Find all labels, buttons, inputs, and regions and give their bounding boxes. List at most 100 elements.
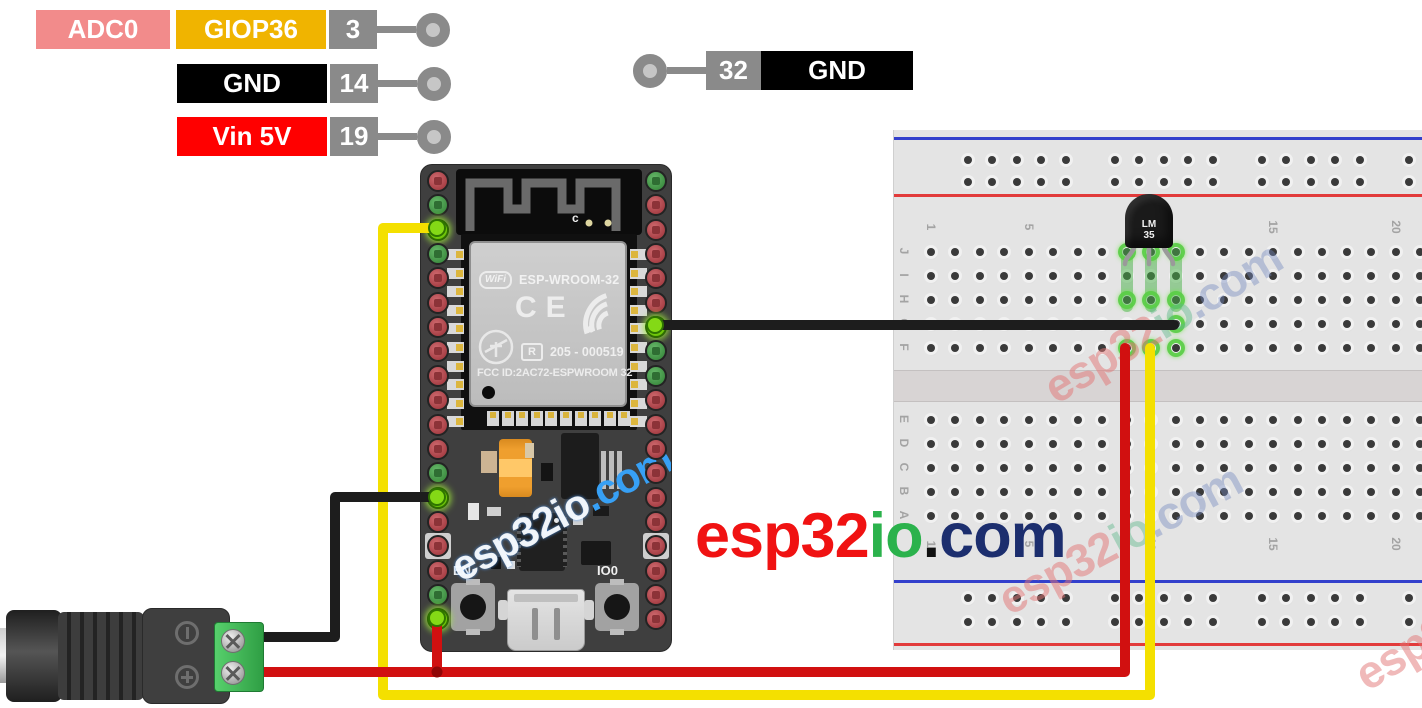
breadboard-hole <box>951 344 960 352</box>
jack-tip <box>0 628 8 683</box>
breadboard-hole <box>1000 272 1009 280</box>
connection-ring <box>1166 339 1185 357</box>
rail-hole <box>1282 594 1291 602</box>
breadboard-hole <box>1000 464 1009 472</box>
breadboard-hole <box>1391 296 1400 304</box>
breadboard-hole <box>1391 272 1400 280</box>
breadboard-hole <box>1342 248 1351 256</box>
rail-hole <box>1282 178 1291 186</box>
power-rail-line-blue <box>894 137 1422 140</box>
rail-hole <box>1331 594 1340 602</box>
breadboard-hole <box>1244 416 1253 424</box>
breadboard-hole <box>1244 320 1253 328</box>
breadboard-hole <box>1391 416 1400 424</box>
callout-gpio36: ADC0 GIOP36 3 <box>36 10 450 49</box>
breadboard-hole <box>1024 320 1033 328</box>
breadboard-hole <box>1122 488 1131 496</box>
breadboard-hole <box>1293 272 1302 280</box>
esp32-pin <box>645 437 667 460</box>
breadboard-hole <box>1024 488 1033 496</box>
callout-vin: Vin 5V 19 <box>177 117 451 156</box>
breadboard-hole <box>1244 440 1253 448</box>
breadboard-hole <box>1195 488 1204 496</box>
breadboard-hole <box>1098 248 1107 256</box>
breadboard-hole <box>975 320 984 328</box>
breadboard-hole <box>1171 464 1180 472</box>
rail-hole <box>1208 156 1217 164</box>
lm35-label-line2: 35 <box>1143 230 1155 241</box>
breadboard-hole <box>1073 512 1082 520</box>
breadboard-hole <box>1367 464 1376 472</box>
esp32-pin <box>427 364 449 387</box>
rail-hole <box>1159 178 1168 186</box>
esp32-pin <box>645 608 667 631</box>
esp32-pin <box>427 291 449 314</box>
row-label: D <box>897 438 911 448</box>
column-label: 15 <box>1266 537 1281 551</box>
breadboard-hole <box>1416 512 1422 520</box>
pin-number-chip: 3 <box>329 10 377 49</box>
breadboard-hole <box>1416 488 1422 496</box>
breadboard-hole <box>927 272 935 280</box>
breadboard-hole <box>1147 464 1156 472</box>
rail-hole <box>1159 594 1168 602</box>
terminal-screw-vin <box>221 661 245 685</box>
breadboard-hole <box>1342 440 1351 448</box>
rail-hole <box>1037 178 1046 186</box>
rail-hole <box>1258 618 1266 626</box>
rail-hole <box>1012 178 1021 186</box>
breadboard-hole <box>1367 344 1376 352</box>
breadboard-hole <box>1318 272 1327 280</box>
esp32-pin <box>427 559 449 582</box>
breadboard-hole <box>1171 512 1180 520</box>
esp32-pin <box>645 170 667 192</box>
breadboard-hole <box>927 344 935 352</box>
breadboard-hole <box>1318 488 1327 496</box>
rail-hole <box>1159 156 1168 164</box>
breadboard-hole <box>1391 248 1400 256</box>
breadboard-hole <box>1220 248 1229 256</box>
breadboard-hole <box>1269 296 1278 304</box>
breadboard-hole <box>1000 488 1009 496</box>
lm35-label-line1: LM <box>1141 219 1157 230</box>
breadboard-hole <box>1220 416 1229 424</box>
breadboard-hole <box>927 416 935 424</box>
breadboard-hole <box>1122 464 1131 472</box>
rail-hole <box>1331 178 1340 186</box>
breadboard-hole <box>1244 344 1253 352</box>
breadboard-hole <box>1416 320 1422 328</box>
breadboard-hole <box>927 320 935 328</box>
terminal-screw-gnd <box>221 629 245 653</box>
rail-hole <box>1405 594 1413 602</box>
breadboard-hole <box>1416 296 1422 304</box>
breadboard-hole <box>1269 248 1278 256</box>
pin-marker-icon <box>417 119 451 154</box>
breadboard-hole <box>1391 512 1400 520</box>
wire-junction <box>431 666 443 678</box>
breadboard-hole <box>1073 464 1082 472</box>
breadboard-hole <box>1367 272 1376 280</box>
breadboard-hole <box>1073 440 1082 448</box>
breadboard-hole <box>1073 248 1082 256</box>
breadboard-hole <box>1318 320 1327 328</box>
breadboard-hole <box>1269 512 1278 520</box>
rail-hole <box>1405 618 1413 626</box>
rail-hole <box>1282 618 1291 626</box>
esp32-pin <box>427 583 449 606</box>
rail-hole <box>1184 594 1193 602</box>
breadboard-hole <box>1416 464 1422 472</box>
breadboard-hole <box>1269 416 1278 424</box>
rail-hole <box>1111 178 1119 186</box>
breadboard-hole <box>1244 248 1253 256</box>
breadboard-hole <box>1318 248 1327 256</box>
rail-hole <box>1306 594 1315 602</box>
logo-esp32: esp32 <box>695 501 870 571</box>
breadboard-hole <box>1049 464 1058 472</box>
esp32-pin <box>427 194 449 217</box>
adc-channel-chip: ADC0 <box>36 10 170 49</box>
breadboard-hole <box>1195 464 1204 472</box>
row-label: F <box>897 343 911 351</box>
breadboard-hole <box>1269 320 1278 328</box>
row-label: E <box>897 414 911 423</box>
rail-hole <box>964 156 972 164</box>
